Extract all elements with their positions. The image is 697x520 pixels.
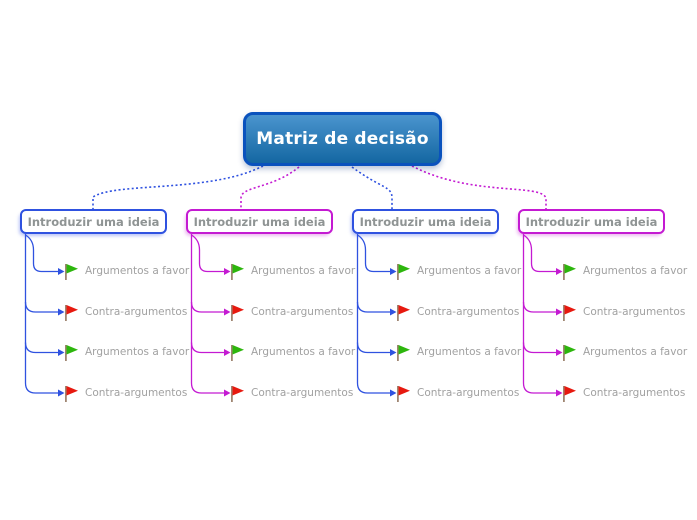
leaf-item[interactable]: Contra-argumentos [395, 300, 519, 324]
red-flag-icon [231, 385, 244, 402]
leaf-item[interactable]: Contra-argumentos [63, 381, 187, 405]
leaf-item[interactable]: Argumentos a favor [63, 340, 189, 364]
leaf-label: Contra-argumentos [583, 387, 686, 399]
dotted-connector [351, 166, 393, 209]
leaf-label: Contra-argumentos [85, 306, 188, 318]
leaf-item[interactable]: Argumentos a favor [229, 340, 355, 364]
red-flag-icon [65, 304, 78, 321]
leaf-item[interactable]: Argumentos a favor [229, 259, 355, 283]
leaf-label: Argumentos a favor [251, 346, 356, 358]
arrowhead-icons [556, 268, 563, 397]
leaf-item[interactable]: Argumentos a favor [395, 340, 521, 364]
leaf-label: Argumentos a favor [85, 346, 190, 358]
dotted-connector [240, 166, 300, 209]
root-topic-label: Matriz de decisão [256, 129, 429, 149]
arrowhead-icons [58, 268, 65, 397]
green-flag-icon [65, 344, 78, 361]
branch-topic-label: Introduzir uma ideia [525, 214, 658, 229]
leaf-item[interactable]: Argumentos a favor [561, 259, 687, 283]
branch-topic-label: Introduzir uma ideia [193, 214, 326, 229]
leaf-item[interactable]: Contra-argumentos [561, 300, 685, 324]
leaf-item[interactable]: Contra-argumentos [229, 381, 353, 405]
dotted-connector [411, 165, 547, 209]
red-flag-icon [563, 304, 576, 321]
leaf-label: Contra-argumentos [583, 306, 686, 318]
leaf-label: Argumentos a favor [251, 265, 356, 277]
leaf-item[interactable]: Argumentos a favor [63, 259, 189, 283]
leaf-label: Contra-argumentos [85, 387, 188, 399]
leaf-item[interactable]: Contra-argumentos [561, 381, 685, 405]
green-flag-icon [397, 263, 410, 280]
leaf-label: Contra-argumentos [251, 306, 354, 318]
branch-topic-node[interactable]: Introduzir uma ideia [186, 209, 333, 234]
leaf-label: Argumentos a favor [85, 265, 190, 277]
dotted-connector [92, 165, 264, 209]
green-flag-icon [231, 344, 244, 361]
leaf-label: Contra-argumentos [417, 306, 520, 318]
branch-topic-node[interactable]: Introduzir uma ideia [20, 209, 167, 234]
branch-topic-node[interactable]: Introduzir uma ideia [518, 209, 665, 234]
red-flag-icon [563, 385, 576, 402]
green-flag-icon [563, 263, 576, 280]
green-flag-icon [397, 344, 410, 361]
leaf-item[interactable]: Contra-argumentos [63, 300, 187, 324]
leaf-label: Contra-argumentos [417, 387, 520, 399]
branch-topic-label: Introduzir uma ideia [27, 214, 160, 229]
arrowhead-icons [224, 268, 231, 397]
leaf-label: Contra-argumentos [251, 387, 354, 399]
green-flag-icon [65, 263, 78, 280]
leaf-label: Argumentos a favor [417, 265, 522, 277]
red-flag-icon [65, 385, 78, 402]
leaf-label: Argumentos a favor [417, 346, 522, 358]
leaf-item[interactable]: Argumentos a favor [561, 340, 687, 364]
green-flag-icon [231, 263, 244, 280]
branch-topic-label: Introduzir uma ideia [359, 214, 492, 229]
leaf-item[interactable]: Contra-argumentos [395, 381, 519, 405]
green-flag-icon [563, 344, 576, 361]
root-topic-node[interactable]: Matriz de decisão [243, 112, 442, 166]
red-flag-icon [231, 304, 244, 321]
leaf-label: Argumentos a favor [583, 346, 688, 358]
branch-topic-node[interactable]: Introduzir uma ideia [352, 209, 499, 234]
leaf-label: Argumentos a favor [583, 265, 688, 277]
leaf-item[interactable]: Contra-argumentos [229, 300, 353, 324]
red-flag-icon [397, 385, 410, 402]
leaf-item[interactable]: Argumentos a favor [395, 259, 521, 283]
arrowhead-icons [390, 268, 397, 397]
red-flag-icon [397, 304, 410, 321]
